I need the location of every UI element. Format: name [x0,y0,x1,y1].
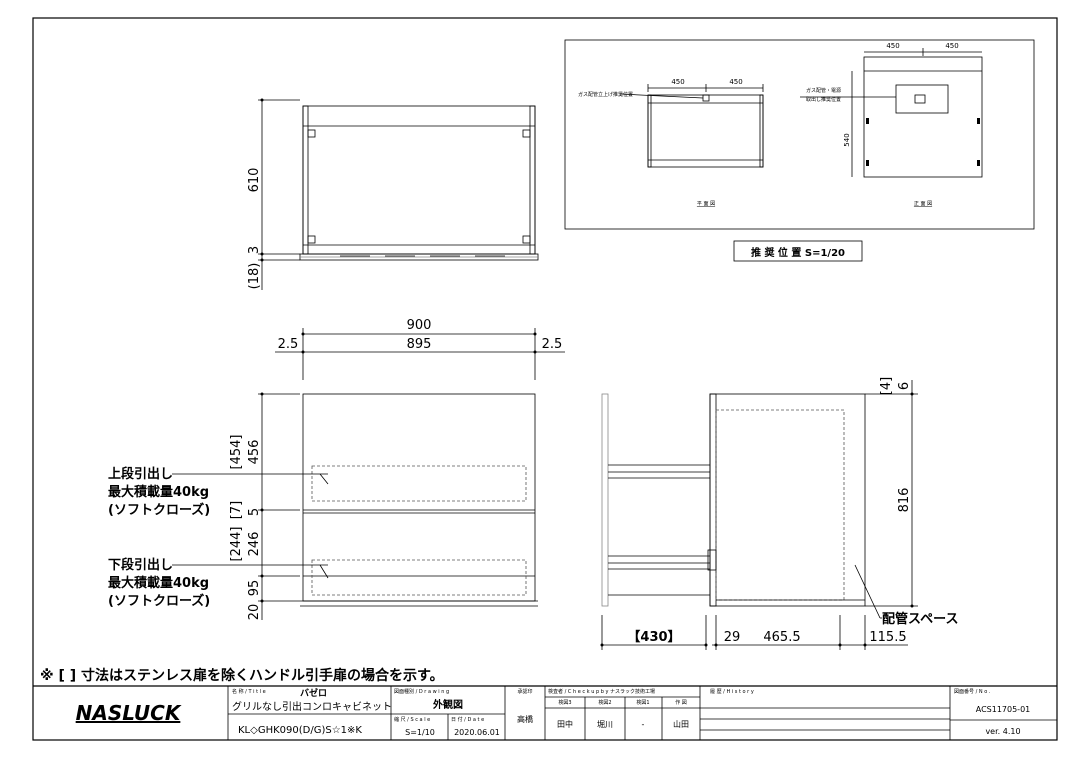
side-dim-4: [4] [879,377,894,395]
front-dim-454: [454] [229,435,244,470]
model-code: KL◇GHK090(D/G)S☆1※K [238,725,362,736]
check-value-4: 山田 [673,719,689,729]
side-dim-6: 6 [897,382,912,390]
inset-front-gas-label-2: 取出し推奨位置 [806,96,841,103]
front-dim-2-5-right: 2.5 [542,337,563,352]
front-dim-895: 895 [407,337,432,352]
side-dim-115-5: 115.5 [869,630,906,645]
lower-drawer-soft-close: (ソフトクローズ) [108,593,210,609]
lower-drawer-label: 下段引出し [108,557,173,573]
inset-front-caption: 正 面 図 [914,201,932,207]
title-block: NASLUCK 名 称 / T i t l e バゼロ グリルなし引出コンロキャ… [33,685,1057,740]
inset-front-dim-540: 540 [843,133,851,146]
front-dim-7: [7] [229,501,244,519]
check-value-3: - [642,720,645,729]
scale-value: S=1/10 [405,728,435,737]
side-view: [4] 6 816 【430】 29 465.5 115.5 配管スペース [600,377,958,650]
drawing-label: 図面種別 / D r a w i n g [394,688,449,695]
approval-value: 高橋 [517,714,533,724]
front-dim-5: 5 [247,508,262,516]
scale-label: 縮 尺 / S c a l e [394,716,430,723]
check-header-4: 作 図 [675,699,687,706]
plan-dim-610: 610 [247,168,262,193]
plan-dim-3: 3 [247,246,262,254]
inset-plan-dim-left: 450 [671,78,684,86]
front-dim-20: 20 [247,604,262,621]
approval-label: 承認印 [517,688,532,695]
plan-dim-18: (18) [247,263,262,290]
upper-drawer-label: 上段引出し [108,466,173,482]
inset-front-dim-left: 450 [886,42,899,50]
inset-recommend-title: 推 奨 位 置 S=1/20 [751,246,845,259]
upper-drawer-load: 最大積載量40kg [108,484,209,500]
front-dim-244: [244] [229,527,244,562]
date-label: 日 付 / D a t e [451,716,484,723]
front-dim-900: 900 [407,318,432,333]
front-dim-246: 246 [247,532,262,557]
inset-plan-gas-label: ガス配管立上げ推奨位置 [578,91,633,98]
inset-front-dim-right: 450 [945,42,958,50]
upper-drawer-soft-close: (ソフトクローズ) [108,502,210,518]
check-value-1: 田中 [557,719,573,729]
history-label: 履 歴 / H i s t o r y [710,689,754,695]
plan-view: 610 3 (18) [247,98,539,290]
check-label: 検査者 / C h e c k u p b y ナスラック技術工場 [548,688,655,695]
inset-front-gas-label-1: ガス配管・電源 [806,87,841,94]
name-value: バゼロ [300,687,327,699]
drawing-no-value: ACS11705-01 [976,705,1031,714]
pipe-space-label: 配管スペース [882,611,958,627]
drawing-no-label: 図面番号 / N o . [954,688,991,695]
inset-recommended-position: 450 450 ガス配管立上げ推奨位置 平 面 図 450 450 ガス配管・電… [564,39,1035,262]
date-value: 2020.06.01 [454,728,500,737]
inset-plan-caption: 平 面 図 [697,201,715,207]
check-header-3: 検図1 [636,699,649,706]
check-header-2: 検図2 [598,699,611,706]
side-dim-29: 29 [724,630,741,645]
front-dim-2-5-left: 2.5 [278,337,299,352]
bracket-note: ※ [ ] 寸法はステンレス扉を除くハンドル引手扉の場合を示す。 [40,667,444,684]
version-value: ver. 4.10 [985,727,1020,736]
side-dim-465-5: 465.5 [763,630,800,645]
check-header-1: 検図3 [558,699,571,706]
lower-drawer-load: 最大積載量40kg [108,575,209,591]
front-dim-95: 95 [247,580,262,597]
drawing-value: 外観図 [432,698,463,711]
brand-logo: NASLUCK [76,701,182,725]
front-view: 900 895 2.5 2.5 [454] 456 [7] 5 [244] 24… [108,318,565,620]
product-name: グリルなし引出コンロキャビネット [232,700,392,713]
inset-plan-dim-right: 450 [729,78,742,86]
front-dim-456: 456 [247,440,262,465]
name-label: 名 称 / T i t l e [232,688,266,695]
check-value-2: 堀川 [597,720,613,729]
side-dim-430: 【430】 [627,629,680,645]
side-dim-816: 816 [897,488,912,513]
